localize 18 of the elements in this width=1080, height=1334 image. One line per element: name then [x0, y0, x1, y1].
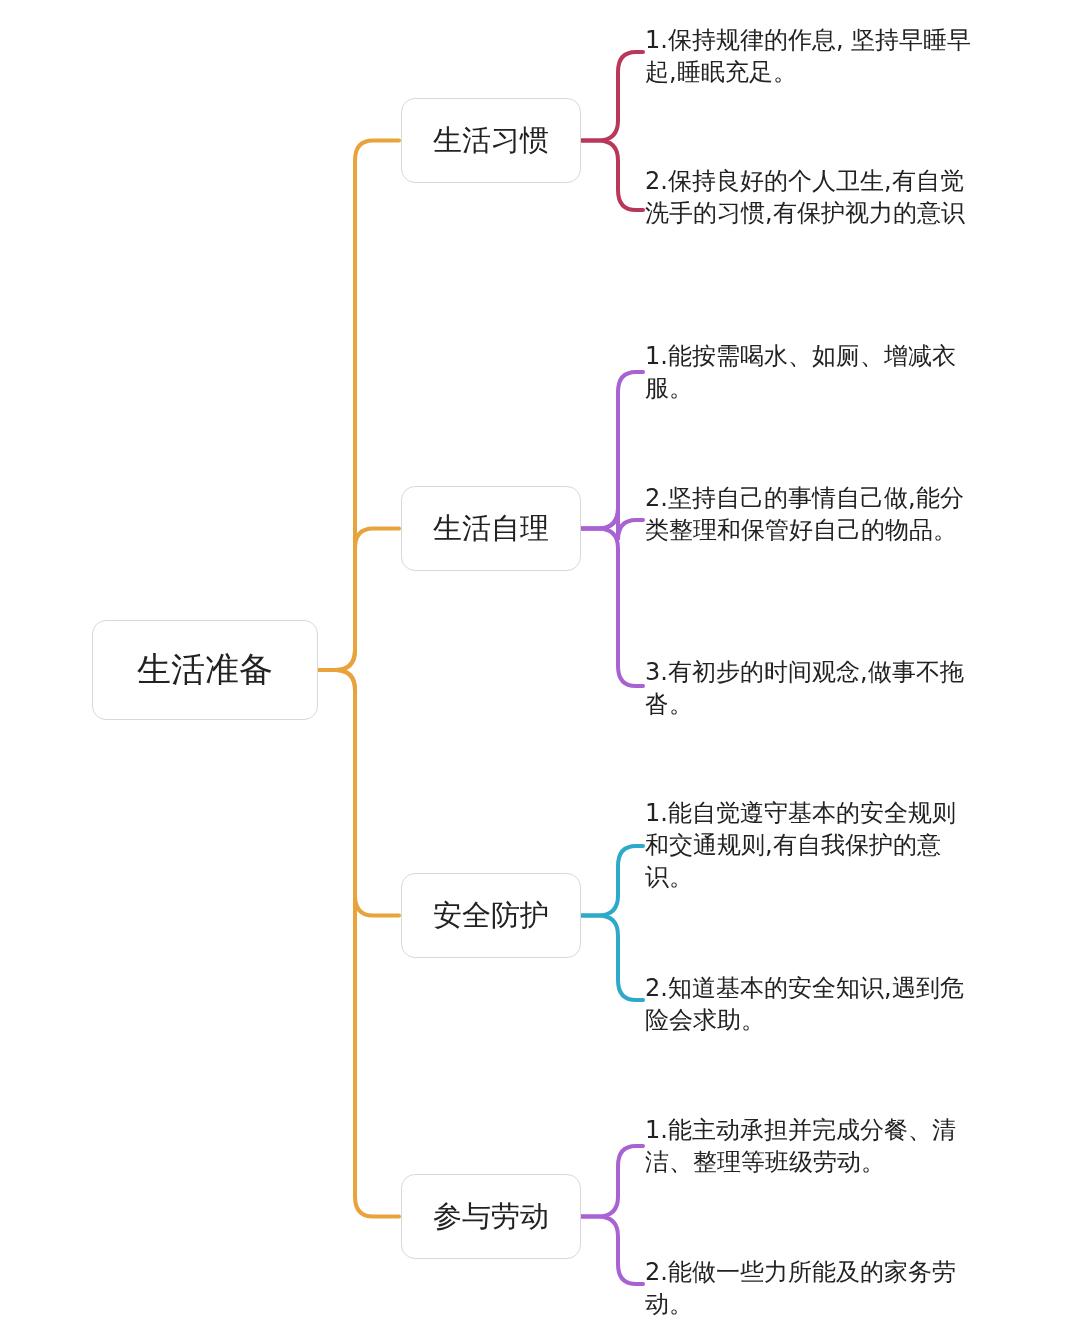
brace-line	[579, 913, 645, 1002]
brace-line	[579, 526, 645, 688]
item-text: 2.坚持自己的事情自己做,能分类整理和保管好自己的物品。	[645, 482, 975, 546]
brace-line	[579, 138, 645, 212]
item-text: 2.保持良好的个人卫生,有自觉洗手的习惯,有保护视力的意识	[645, 165, 975, 229]
item-text: 1.能按需喝水、如厕、增减衣服。	[645, 340, 975, 404]
brace-line	[579, 1214, 645, 1286]
category-box: 生活自理	[401, 486, 581, 571]
item-text: 2.知道基本的安全知识,遇到危险会求助。	[645, 972, 975, 1036]
item-text: 1.能自觉遵守基本的安全规则和交通规则,有自我保护的意识。	[645, 797, 975, 893]
category-box: 生活习惯	[401, 98, 581, 183]
category-box: 参与劳动	[401, 1174, 581, 1259]
item-text: 3.有初步的时间观念,做事不拖沓。	[645, 656, 975, 720]
topic-box: 生活准备	[92, 620, 318, 720]
item-text: 2.能做一些力所能及的家务劳动。	[645, 1256, 975, 1320]
category-box: 安全防护	[401, 873, 581, 958]
item-text: 1.保持规律的作息, 坚持早睡早起,睡眠充足。	[645, 24, 975, 88]
item-text: 1.能主动承担并完成分餐、清洁、整理等班级劳动。	[645, 1114, 975, 1178]
